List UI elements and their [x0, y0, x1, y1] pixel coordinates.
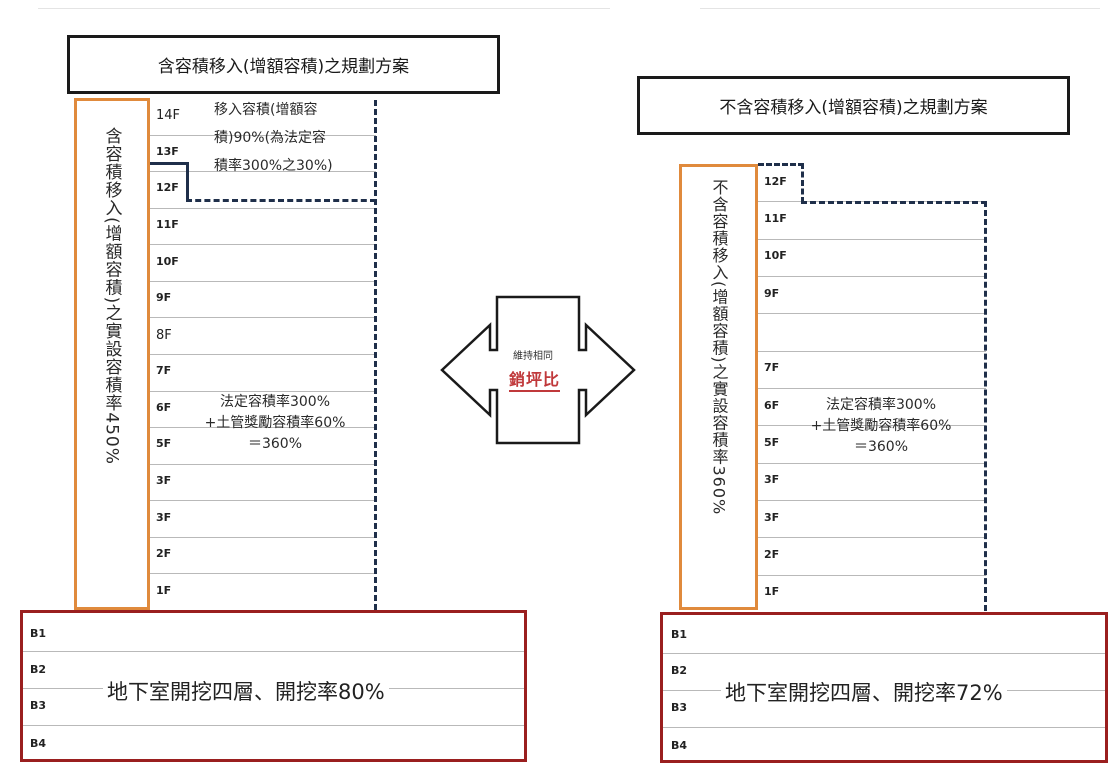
right-floor-line: [758, 463, 986, 464]
arrow-label-line2: 銷坪比: [509, 366, 561, 392]
right-floor-line: [758, 239, 986, 240]
right-floor-line: [758, 537, 986, 538]
top-divider-left: [38, 8, 610, 9]
left-basement-label-b4: B4: [30, 737, 47, 750]
left-basement-divider: [23, 651, 524, 652]
left-far-label-box: 含容積移入(增額容積)之實設容積率450%: [74, 98, 150, 610]
left-floor-line: [150, 244, 376, 245]
left-floor-line: [150, 317, 376, 318]
right-floor-line: [758, 276, 986, 277]
left-floor-line: [150, 537, 376, 538]
right-scheme-title: 不含容積移入(增額容積)之規劃方案: [637, 76, 1070, 135]
right-floor-label: 12F: [764, 175, 787, 188]
left-floor-label: 11F: [156, 218, 179, 231]
left-basement-box: B1 B2 B3 B4 地下室開挖四層、開挖率80%: [20, 610, 527, 762]
right-far-label-box: 不含容積移入(增額容積)之實設容積率360%: [679, 164, 758, 610]
left-floor-line: [150, 464, 376, 465]
right-building-outline-top: [758, 163, 804, 166]
left-far-formula-line: +土管獎勵容積率60%: [204, 415, 346, 431]
right-far-formula: 法定容積率300% +土管獎勵容積率60% ＝360%: [776, 395, 986, 458]
left-far-formula-line: 法定容積率300%: [219, 394, 331, 410]
right-basement-box: B1 B2 B3 B4 地下室開挖四層、開挖率72%: [660, 612, 1108, 763]
left-floor-line: [150, 573, 376, 574]
left-floor-line: [150, 171, 376, 172]
left-building-outline-right: [374, 100, 377, 610]
right-basement-label-b1: B1: [671, 628, 688, 641]
right-floor-label: 1F: [764, 585, 780, 598]
right-floor-label: 9F: [764, 287, 780, 300]
left-transfer-note-line: 積)90%(為法定容: [214, 130, 327, 146]
left-floor-label: 2F: [156, 547, 172, 560]
left-basement-label-b1: B1: [30, 627, 47, 640]
left-floor-line: [150, 427, 376, 428]
top-divider-right: [700, 8, 1100, 9]
left-floor-line: [150, 135, 376, 136]
left-far-formula-line: ＝360%: [247, 436, 303, 452]
left-transfer-note-line: 移入容積(增額容: [214, 102, 318, 118]
right-building-outline-step: [801, 163, 804, 203]
right-building-outline-right: [984, 201, 987, 611]
right-floor-label: 6F: [764, 399, 780, 412]
left-basement-divider: [23, 725, 524, 726]
right-far-formula-line: ＝360%: [853, 439, 909, 455]
left-building-step-side: [186, 162, 189, 200]
left-basement-label-b2: B2: [30, 663, 47, 676]
left-basement-text: 地下室開挖四層、開挖率80%: [103, 676, 389, 706]
right-far-formula-line: 法定容積率300%: [825, 397, 937, 413]
right-floor-line: [758, 313, 986, 314]
left-transfer-note: 移入容積(增額容 積)90%(為法定容 積率300%之30%): [214, 96, 333, 180]
right-floor-label: 10F: [764, 249, 787, 262]
left-floor-line: [150, 391, 376, 392]
double-arrow-icon: [440, 295, 636, 445]
right-floor-label: 3F: [764, 473, 780, 486]
left-floor-label: 8F: [156, 328, 172, 343]
right-floor-line: [758, 575, 986, 576]
left-floor-line: [150, 354, 376, 355]
left-floor-label: 10F: [156, 255, 179, 268]
right-basement-label-b2: B2: [671, 664, 688, 677]
right-basement-divider: [663, 727, 1105, 728]
left-scheme-title: 含容積移入(增額容積)之規劃方案: [67, 35, 500, 94]
right-basement-text: 地下室開挖四層、開挖率72%: [721, 677, 1007, 707]
left-floor-label: 5F: [156, 437, 172, 450]
right-basement-divider: [663, 653, 1105, 654]
left-floor-line: [150, 208, 376, 209]
left-transfer-note-line: 積率300%之30%): [214, 158, 333, 174]
right-floor-label: 11F: [764, 212, 787, 225]
right-basement-label-b3: B3: [671, 701, 688, 714]
left-far-formula: 法定容積率300% +土管獎勵容積率60% ＝360%: [170, 392, 380, 455]
left-floor-label: 14F: [156, 108, 181, 123]
arrow-label-line1: 維持相同: [513, 351, 553, 362]
left-basement-label-b3: B3: [30, 699, 47, 712]
right-building-outline-roof: [801, 201, 987, 204]
right-floor-label: 5F: [764, 436, 780, 449]
right-floor-line: [758, 351, 986, 352]
right-far-label: 不含容積移入(增額容積)之實設容積率360%: [709, 179, 729, 516]
right-far-formula-line: +土管獎勵容積率60%: [810, 418, 952, 434]
right-floor-line: [758, 388, 986, 389]
right-floor-line: [758, 500, 986, 501]
left-floor-label: 3F: [156, 474, 172, 487]
right-floor-line: [758, 425, 986, 426]
left-far-label: 含容積移入(增額容積)之實設容積率450%: [101, 127, 122, 465]
left-floor-line: [150, 281, 376, 282]
left-building-outline-base-line: [186, 199, 376, 202]
left-floor-label: 3F: [156, 511, 172, 524]
right-floor-label: 7F: [764, 361, 780, 374]
right-basement-label-b4: B4: [671, 739, 688, 752]
left-floor-line: [150, 500, 376, 501]
left-floor-label: 7F: [156, 364, 172, 377]
left-building-step-top: [150, 162, 188, 165]
left-floor-label: 9F: [156, 291, 172, 304]
left-floor-label: 12F: [156, 181, 179, 194]
left-floor-label: 1F: [156, 584, 172, 597]
left-floor-label: 13F: [156, 145, 179, 158]
left-floor-label: 6F: [156, 401, 172, 414]
right-floor-label: 3F: [764, 511, 780, 524]
right-floor-label: 2F: [764, 548, 780, 561]
